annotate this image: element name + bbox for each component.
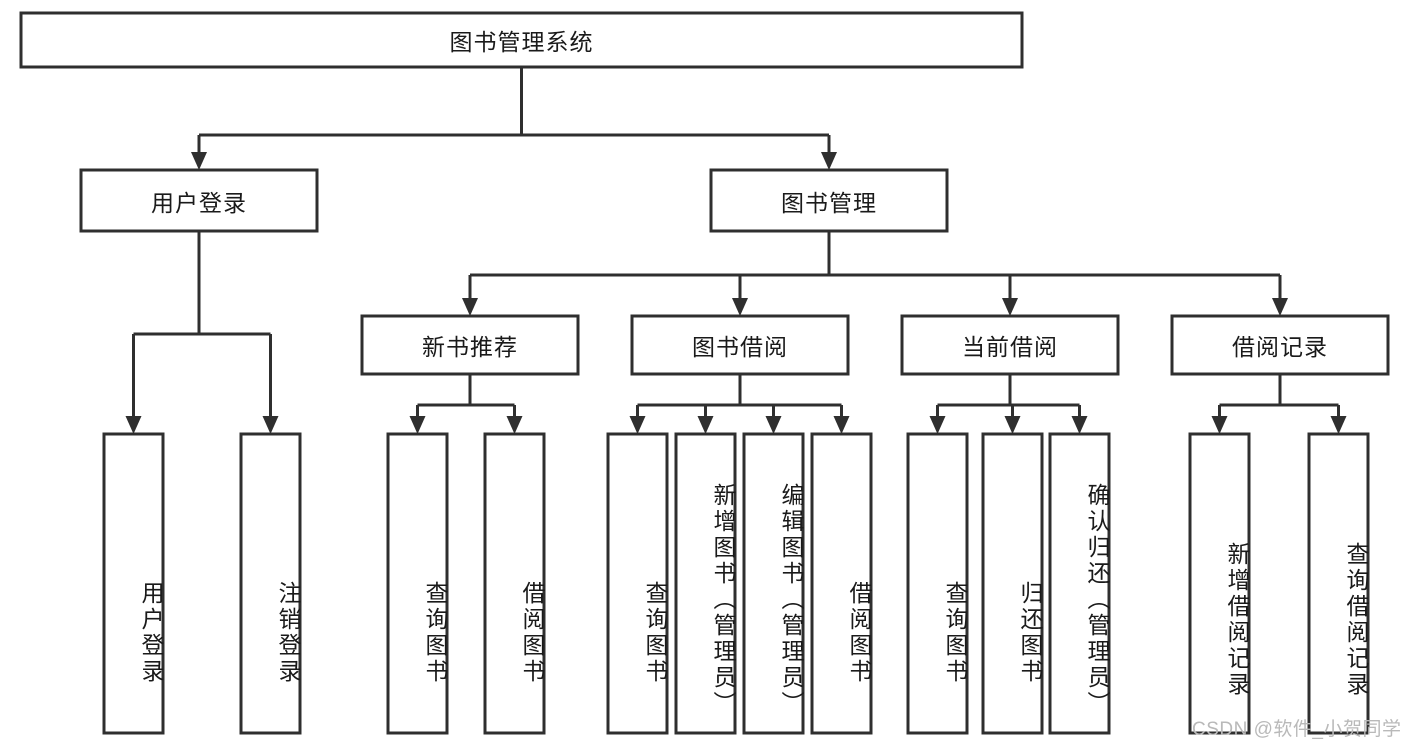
node-boxes-group [19,11,1390,735]
node-label-leaf-query-book-3: 查询图书 [942,580,968,685]
node-label-book-borrow: 图书借阅 [692,334,788,360]
arrow-head-leaf-borrow-book-2 [833,416,850,434]
arrow-head-borrow-record [1272,298,1288,316]
node-box-leaf-query-book-2 [606,432,669,735]
arrow-head-leaf-add-book [697,416,714,434]
node-label-borrow-record: 借阅记录 [1232,334,1328,360]
arrow-head-leaf-query-book-2 [629,416,646,434]
node-label-leaf-query-book-1: 查询图书 [422,580,448,685]
node-box-new-book-rec [360,314,580,376]
node-box-user-login [79,168,319,233]
node-label-leaf-user-login: 用户登录 [138,580,164,685]
node-box-leaf-query-record [1307,432,1370,735]
node-label-user-login: 用户登录 [151,189,247,216]
node-edges-group [125,67,1347,434]
arrow-head-leaf-return-book [1004,416,1021,434]
arrow-head-leaf-user-logout [262,416,279,434]
arrow-head-leaf-edit-book [765,416,782,434]
node-label-leaf-user-logout: 注销登录 [275,580,301,685]
node-box-leaf-add-book [674,432,737,735]
node-label-new-book-rec: 新书推荐 [422,334,518,360]
node-label-root: 图书管理系统 [449,29,594,55]
node-label-current-borrow: 当前借阅 [962,334,1058,360]
arrow-head-leaf-query-record [1330,416,1347,434]
arrow-head-leaf-user-login [125,416,142,434]
arrow-head-leaf-confirm-return [1071,416,1088,434]
node-label-leaf-borrow-book-1: 借阅图书 [519,580,545,685]
arrow-head-leaf-add-record [1211,416,1228,434]
node-box-leaf-query-book-1 [386,432,449,735]
arrow-head-current-borrow [1002,298,1018,316]
node-label-leaf-return-book: 归还图书 [1017,580,1043,685]
node-box-leaf-borrow-book-2 [810,432,873,735]
node-box-root [19,11,1024,69]
node-box-leaf-user-login [102,432,165,735]
node-box-current-borrow [900,314,1120,376]
node-box-leaf-borrow-book-1 [483,432,546,735]
node-box-leaf-user-logout [239,432,302,735]
node-label-leaf-confirm-return: 确认归还（管理员） [1084,483,1110,717]
arrow-head-book-borrow [732,298,748,316]
node-label-leaf-add-book: 新增图书（管理员） [710,483,736,717]
node-label-book-manage: 图书管理 [781,189,877,216]
arrow-head-leaf-borrow-book-1 [506,416,523,434]
arrow-head-new-book-rec [462,298,478,316]
csdn-watermark: CSDN @软件_小贺同学 [1192,719,1402,740]
node-label-leaf-borrow-book-2: 借阅图书 [846,580,872,685]
arrow-head-book-manage [821,152,837,170]
node-label-leaf-query-book-2: 查询图书 [642,580,668,685]
node-box-leaf-query-book-3 [906,432,969,735]
arrow-head-leaf-query-book-3 [929,416,946,434]
node-box-leaf-return-book [981,432,1044,735]
node-label-leaf-edit-book: 编辑图书（管理员） [778,483,804,717]
arrow-head-user-login [191,152,207,170]
arrow-head-leaf-query-book-1 [409,416,426,434]
node-box-leaf-add-record [1188,432,1251,735]
node-box-leaf-confirm-return [1048,432,1111,735]
node-label-leaf-query-record: 查询借阅记录 [1343,541,1369,698]
node-label-leaf-add-record: 新增借阅记录 [1224,541,1250,698]
